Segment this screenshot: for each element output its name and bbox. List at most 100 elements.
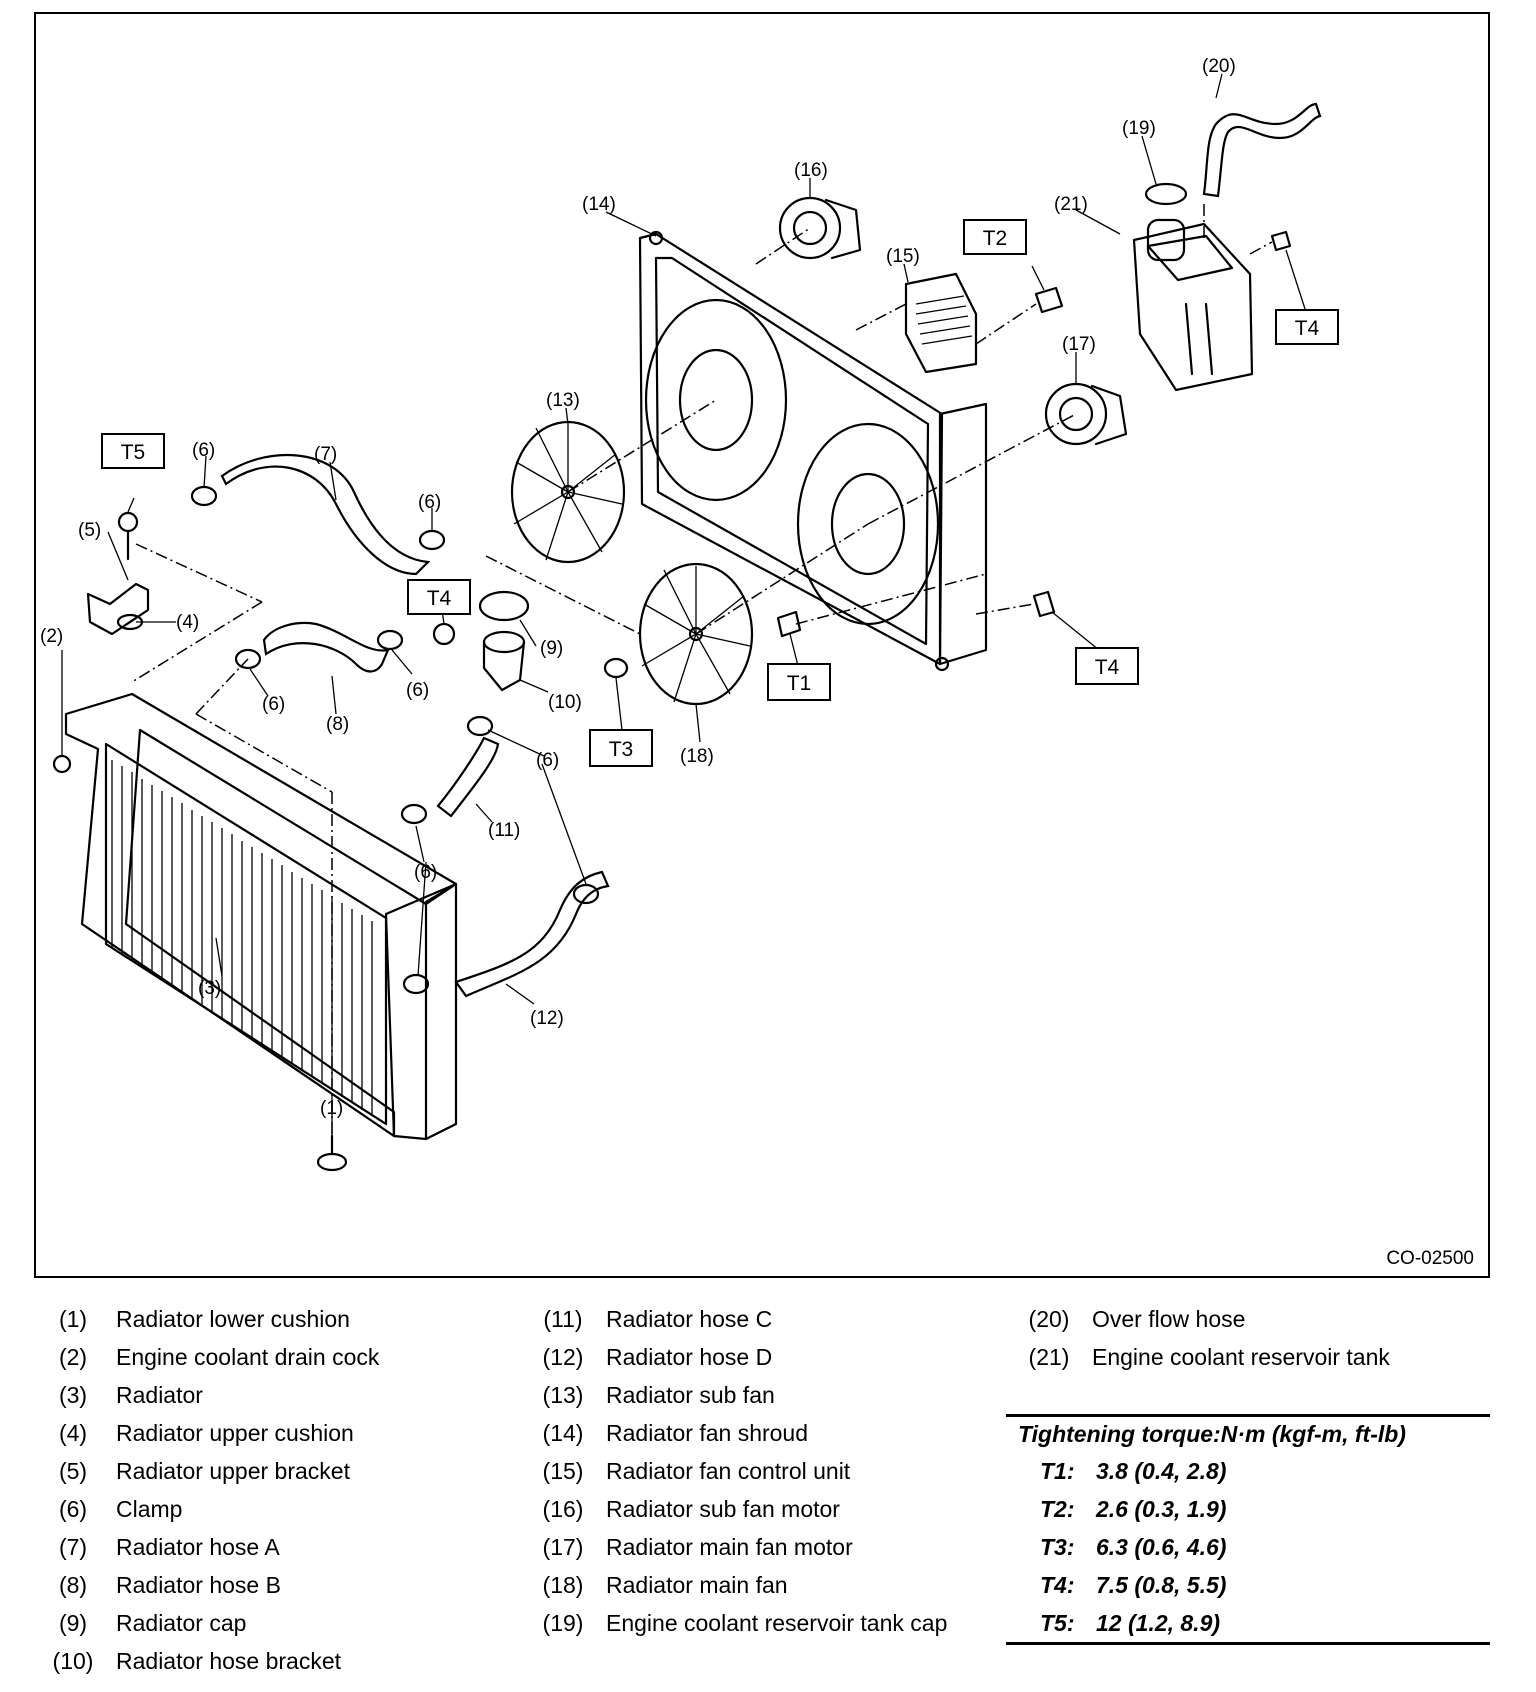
legend-item-name: Radiator upper cushion — [116, 1420, 354, 1446]
torque-table: Tightening torque:N·m (kgf-m, ft-lb) T1:… — [1006, 1414, 1490, 1645]
legend-item-number: (16) — [542, 1496, 584, 1522]
legend-item: (19)Engine coolant reservoir tank cap — [528, 1604, 948, 1642]
legend-item-number: (12) — [542, 1344, 584, 1370]
legend-item-number: (6) — [58, 1496, 88, 1522]
reservoir-drawing — [1132, 182, 1254, 392]
torque-rows: T1:3.8 (0.4, 2.8)T2:2.6 (0.3, 1.9)T3:6.3… — [1006, 1452, 1490, 1642]
legend-item-name: Radiator hose C — [606, 1306, 773, 1332]
legend-item-name: Radiator sub fan — [606, 1382, 775, 1408]
callout-5: (5) — [78, 520, 101, 541]
legend-item: (3) Radiator — [38, 1376, 379, 1414]
callout-20: (20) — [1202, 56, 1236, 77]
tag-t4-a: T4 — [427, 587, 452, 610]
legend-item: (13) Radiator sub fan — [528, 1376, 947, 1414]
legend-item-name: Radiator hose bracket — [116, 1648, 342, 1674]
legend-item-name: Radiator hose B — [116, 1572, 281, 1598]
torque-key: T1: — [1040, 1458, 1075, 1484]
legend-item: (9) Radiator cap — [38, 1604, 379, 1642]
legend-item-name: Radiator lower cushion — [116, 1306, 350, 1332]
clamps-drawing — [190, 485, 600, 995]
legend-item: (11) Radiator hose C — [528, 1300, 947, 1338]
torque-tags: T1 T2 T3 T4 T4 T4 T5 — [101, 219, 1339, 767]
legend-item-name: Engine coolant reservoir tank — [1092, 1344, 1390, 1370]
callout-12: (12) — [530, 1008, 564, 1029]
legend-item: (4)Radiator upper cushion — [38, 1414, 379, 1452]
legend-item: (14)Radiator fan shroud — [528, 1414, 947, 1452]
tag-t3: T3 — [609, 738, 634, 761]
diagram-drawing: (1) (2) (3) (4) (5) (6) (6) (6) (6) (6) … — [40, 56, 1339, 1172]
torque-value: 12 (1.2, 8.9) — [1096, 1610, 1221, 1636]
legend-item-number: (21) — [1028, 1344, 1070, 1370]
legend-item-number: (11) — [543, 1306, 583, 1332]
figure-code: CO-02500 — [1386, 1248, 1474, 1269]
callout-15: (15) — [886, 246, 920, 267]
legend-item-name: Radiator hose D — [606, 1344, 773, 1370]
legend-item: (6) Clamp — [38, 1490, 379, 1528]
legend-item: (1) Radiator lower cushion — [38, 1300, 379, 1338]
torque-value: 7.5 (0.8, 5.5) — [1096, 1572, 1227, 1598]
callout-6-e: (6) — [536, 750, 559, 771]
legend-item-number: (3) — [58, 1382, 88, 1408]
legend-item-number: (10) — [52, 1648, 94, 1674]
leader-lines — [61, 73, 1307, 1154]
legend-column-2: (11)Radiator hose C(12)Radiator hose D(1… — [528, 1300, 948, 1642]
legend-item-number: (15) — [542, 1458, 584, 1484]
legend-item-name: Clamp — [116, 1496, 183, 1522]
legend-column-3: (20)Over flow hose (21) Engine coolant res… — [1014, 1300, 1390, 1376]
legend-item-number: (1) — [58, 1306, 88, 1332]
legend-item: (8)Radiator hose B — [38, 1566, 379, 1604]
callout-6-f: (6) — [414, 862, 437, 883]
torque-key: T2: — [1040, 1496, 1075, 1522]
callout-6-a: (6) — [192, 440, 215, 461]
legend-item-name: Radiator fan control unit — [606, 1458, 851, 1484]
torque-value: 3.8 (0.4, 2.8) — [1096, 1458, 1227, 1484]
torque-key: T4: — [1040, 1572, 1075, 1598]
legend-item: (7) Radiator hose A — [38, 1528, 379, 1566]
tag-t1: T1 — [787, 672, 812, 695]
tag-t2: T2 — [983, 227, 1008, 250]
sub-fan-drawing — [510, 420, 626, 564]
radiator-drawing — [52, 692, 458, 1141]
legend-item-number: (18) — [542, 1572, 584, 1598]
legend-item-number: (13) — [542, 1382, 584, 1408]
legend-item: (20)Over flow hose — [1014, 1300, 1390, 1338]
legend-item-name: Radiator hose A — [116, 1534, 280, 1560]
callout-1: (1) — [320, 1098, 343, 1119]
hoses-drawing — [220, 102, 1322, 998]
torque-row: T1: 3.8 (0.4, 2.8) — [1006, 1452, 1490, 1490]
torque-key: T3: — [1040, 1534, 1075, 1560]
legend-item: (5)Radiator upper bracket — [38, 1452, 379, 1490]
callout-17: (17) — [1062, 334, 1096, 355]
legend-item-name: Radiator cap — [116, 1610, 247, 1636]
callout-18: (18) — [680, 746, 714, 767]
callout-21: (21) — [1054, 194, 1088, 215]
torque-row: T5:12 (1.2, 8.9) — [1006, 1604, 1490, 1642]
callout-3: (3) — [198, 978, 221, 999]
exploded-diagram: (1) (2) (3) (4) (5) (6) (6) (6) (6) (6) … — [34, 12, 1490, 1278]
legend-item-number: (9) — [58, 1610, 88, 1636]
legend-item: (12) Radiator hose D — [528, 1338, 947, 1376]
torque-table-title: Tightening torque:N·m (kgf-m, ft-lb) — [1018, 1421, 1406, 1447]
motors-drawing — [778, 196, 1128, 446]
torque-row: T4: 7.5 (0.8, 5.5) — [1006, 1566, 1490, 1604]
shroud-drawing — [638, 230, 988, 672]
callout-8: (8) — [326, 714, 349, 735]
legend-item-number: (7) — [58, 1534, 88, 1560]
legend-item-number: (19) — [542, 1610, 584, 1636]
legend-item-number: (2) — [58, 1344, 88, 1370]
callout-19: (19) — [1122, 118, 1156, 139]
legend-item-name: Engine coolant drain cock — [116, 1344, 380, 1370]
callout-6-c: (6) — [262, 694, 285, 715]
callout-6-d: (6) — [406, 680, 429, 701]
bolts-drawing — [603, 230, 1292, 679]
legend-item-name: Over flow hose — [1092, 1306, 1246, 1332]
callout-13: (13) — [546, 390, 580, 411]
torque-row: T2:2.6 (0.3, 1.9) — [1006, 1490, 1490, 1528]
legend-column-1: (1) Radiator lower cushion (2) Engine coola… — [38, 1300, 380, 1680]
legend-item-name: Radiator — [116, 1382, 203, 1408]
legend-item-name: Radiator sub fan motor — [606, 1496, 840, 1522]
callout-10: (10) — [548, 692, 582, 713]
callout-2: (2) — [40, 626, 63, 647]
legend-item: (2) Engine coolant drain cock — [38, 1338, 379, 1376]
legend-item-name: Radiator main fan motor — [606, 1534, 853, 1560]
